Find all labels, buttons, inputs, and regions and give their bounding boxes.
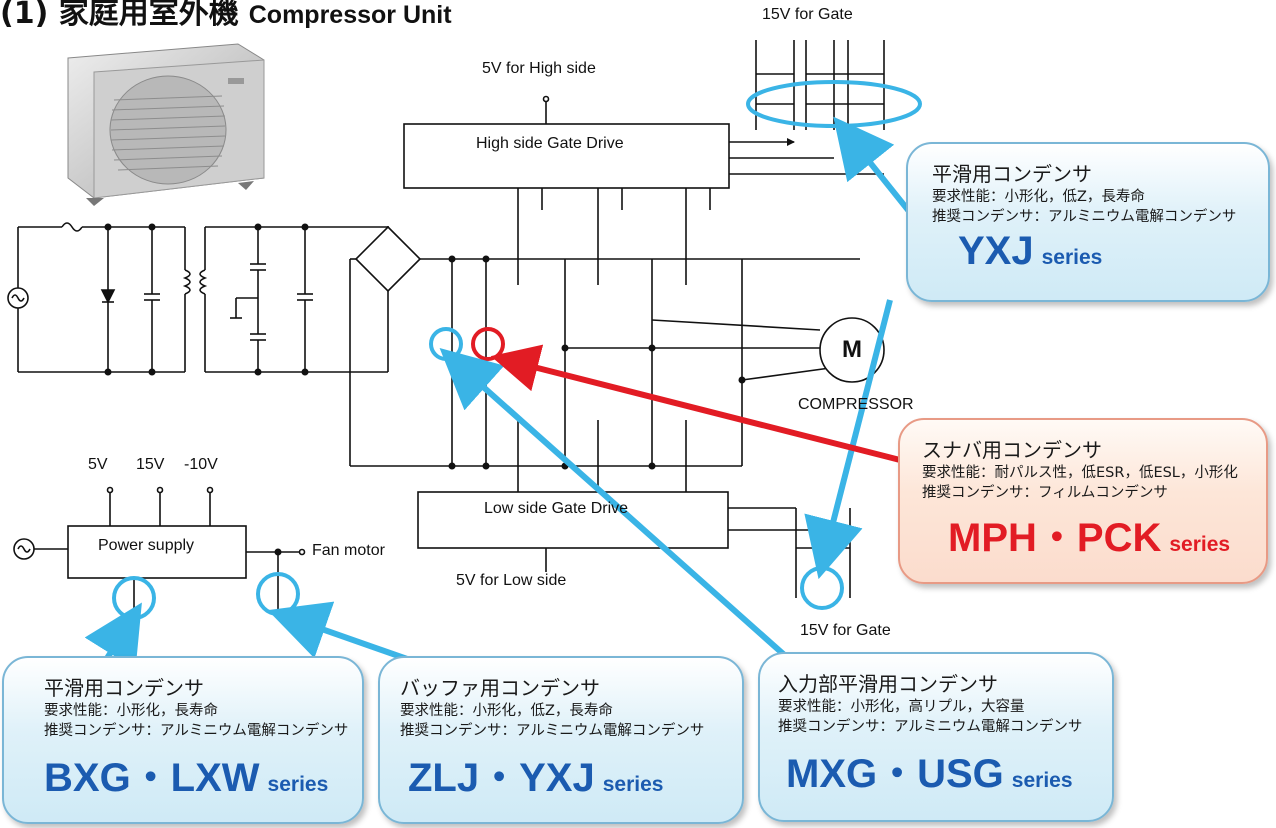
series-suffix: series	[1011, 769, 1073, 792]
callout-title: スナバ用コンデンサ	[922, 438, 1102, 462]
callout-rec: 推奨コンデンサ：アルミニウム電解コンデンサ	[44, 723, 349, 739]
highlight-input-cap	[429, 327, 463, 361]
high-gate-drive-label: High side Gate Drive	[476, 135, 624, 152]
callout-title: 入力部平滑用コンデンサ	[778, 672, 998, 696]
vneg10-label: -10V	[184, 456, 218, 473]
callout-title: バッファ用コンデンサ	[400, 676, 600, 700]
series-suffix: series	[1169, 533, 1231, 556]
motor-label: M	[842, 336, 862, 363]
callout-req: 要求性能：小形化，高リプル，大容量	[778, 699, 1025, 715]
motor-icon	[819, 317, 885, 383]
compressor-label: COMPRESSOR	[798, 396, 914, 413]
callout-mxg-usg: 入力部平滑用コンデンサ 要求性能：小形化，高リプル，大容量 推奨コンデンサ：アル…	[758, 652, 1114, 822]
gate-15v-top-label: 15V for Gate	[762, 6, 853, 23]
low-side-5v-label: 5V for Low side	[456, 572, 567, 589]
series-yxj: YXJ series	[958, 229, 1244, 274]
series-name: MPH・PCK	[948, 516, 1162, 560]
callout-title: 平滑用コンデンサ	[932, 162, 1092, 186]
callout-rec: 推奨コンデンサ：アルミニウム電解コンデンサ	[400, 723, 705, 739]
series-mph-pck: MPH・PCK series	[948, 505, 1244, 563]
title-en: Compressor Unit	[248, 1, 452, 29]
highlight-low-gate-cap	[800, 566, 844, 610]
page-title: (1) 家庭用室外機 Compressor Unit	[0, 0, 452, 32]
callout-title: 平滑用コンデンサ	[44, 676, 204, 700]
highlight-snubber-cap	[471, 327, 505, 361]
gate-15v-bottom-label: 15V for Gate	[800, 622, 891, 639]
callout-req: 要求性能：小形化，低Z，長寿命	[400, 703, 613, 719]
outdoor-unit-image	[67, 43, 265, 206]
callout-req: 要求性能：小形化，長寿命	[44, 703, 218, 719]
series-name: BXG・LXW	[44, 756, 260, 800]
v15-label: 15V	[136, 456, 165, 473]
callout-mph-pck: スナバ用コンデンサ 要求性能：耐パルス性，低ESR，低ESL，小形化 推奨コンデ…	[898, 418, 1268, 584]
high-side-5v-label: 5V for High side	[482, 60, 596, 77]
series-name: ZLJ・YXJ	[408, 756, 595, 800]
title-main: (1) 家庭用室外機	[0, 0, 239, 31]
callout-zlj-yxj: バッファ用コンデンサ 要求性能：小形化，低Z，長寿命 推奨コンデンサ：アルミニウ…	[378, 656, 744, 824]
series-suffix: series	[267, 773, 329, 796]
callout-bxg-lxw: 平滑用コンデンサ 要求性能：小形化，長寿命 推奨コンデンサ：アルミニウム電解コン…	[2, 656, 364, 824]
fuse-icon	[61, 222, 83, 232]
series-mxg-usg: MXG・USG series	[786, 741, 1094, 799]
series-bxg-lxw: BXG・LXW series	[44, 745, 328, 803]
low-gate-drive-label: Low side Gate Drive	[484, 500, 629, 517]
callout-rec: 推奨コンデンサ：フィルムコンデンサ	[922, 485, 1168, 501]
v5-label: 5V	[88, 456, 108, 473]
callout-req: 要求性能：耐パルス性，低ESR，低ESL，小形化	[922, 465, 1238, 481]
callout-req: 要求性能：小形化，低Z，長寿命	[932, 189, 1145, 205]
series-suffix: series	[602, 773, 664, 796]
fan-motor-label: Fan motor	[312, 542, 385, 559]
callout-yxj: 平滑用コンデンサ 要求性能：小形化，低Z，長寿命 推奨コンデンサ：アルミニウム電…	[906, 142, 1270, 302]
series-name: YXJ	[958, 229, 1034, 273]
series-suffix: series	[1041, 246, 1103, 269]
callout-rec: 推奨コンデンサ：アルミニウム電解コンデンサ	[778, 719, 1083, 735]
series-zlj-yxj: ZLJ・YXJ series	[408, 745, 722, 803]
choke-icon	[182, 269, 191, 295]
callout-rec: 推奨コンデンサ：アルミニウム電解コンデンサ	[932, 209, 1237, 225]
series-name: MXG・USG	[786, 752, 1004, 796]
power-supply-label: Power supply	[98, 537, 195, 554]
